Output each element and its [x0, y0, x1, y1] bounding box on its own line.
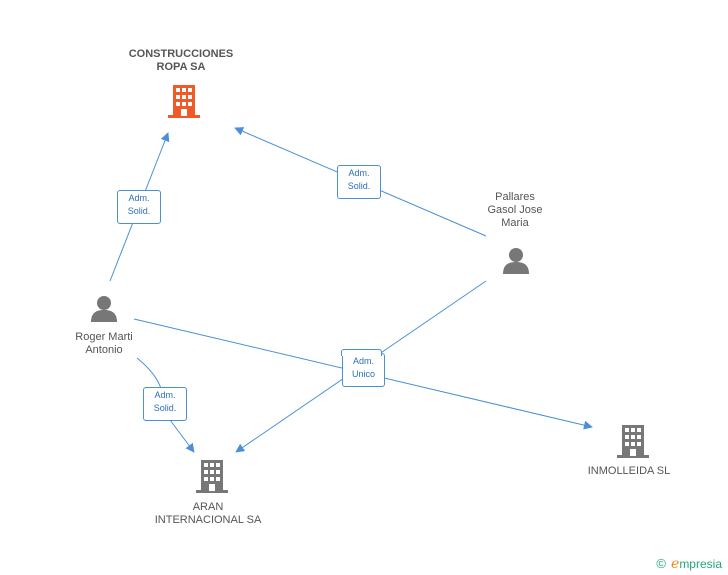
person-icon-pallares[interactable]: [503, 248, 529, 274]
person-icon-roger[interactable]: [91, 296, 117, 322]
edge-label-unico: Adm. Unico: [351, 356, 375, 379]
building-icon-inmolleida[interactable]: [617, 425, 649, 458]
company-label-construcciones-ropa[interactable]: CONSTRUCCIONES ROPA SA: [128, 48, 234, 73]
edge-label-roger-aran: Adm. Solid.: [143, 387, 187, 421]
copyright-icon: ©: [656, 556, 667, 571]
empresia-logo-text: mpresia: [679, 557, 722, 571]
edge-label-roger-construcciones: Adm. Solid.: [117, 190, 161, 224]
building-icon-construcciones-ropa[interactable]: [168, 85, 200, 118]
person-label-pallares[interactable]: Pallares Gasol Jose Maria: [487, 191, 543, 229]
footer-brand[interactable]: © empresia: [656, 556, 722, 572]
person-label-roger[interactable]: Roger Marti Antonio: [75, 331, 133, 356]
edge-label-unico-stack: Adm. Unico: [341, 349, 385, 387]
company-label-aran[interactable]: ARAN INTERNACIONAL SA: [154, 501, 262, 526]
edge-label-stack-marker: [341, 349, 382, 356]
building-icon-aran[interactable]: [196, 460, 228, 493]
company-label-inmolleida[interactable]: INMOLLEIDA SL: [587, 465, 671, 477]
empresia-logo-initial: e: [671, 556, 680, 572]
edge-label-pallares-construcciones: Adm. Solid.: [337, 165, 381, 199]
